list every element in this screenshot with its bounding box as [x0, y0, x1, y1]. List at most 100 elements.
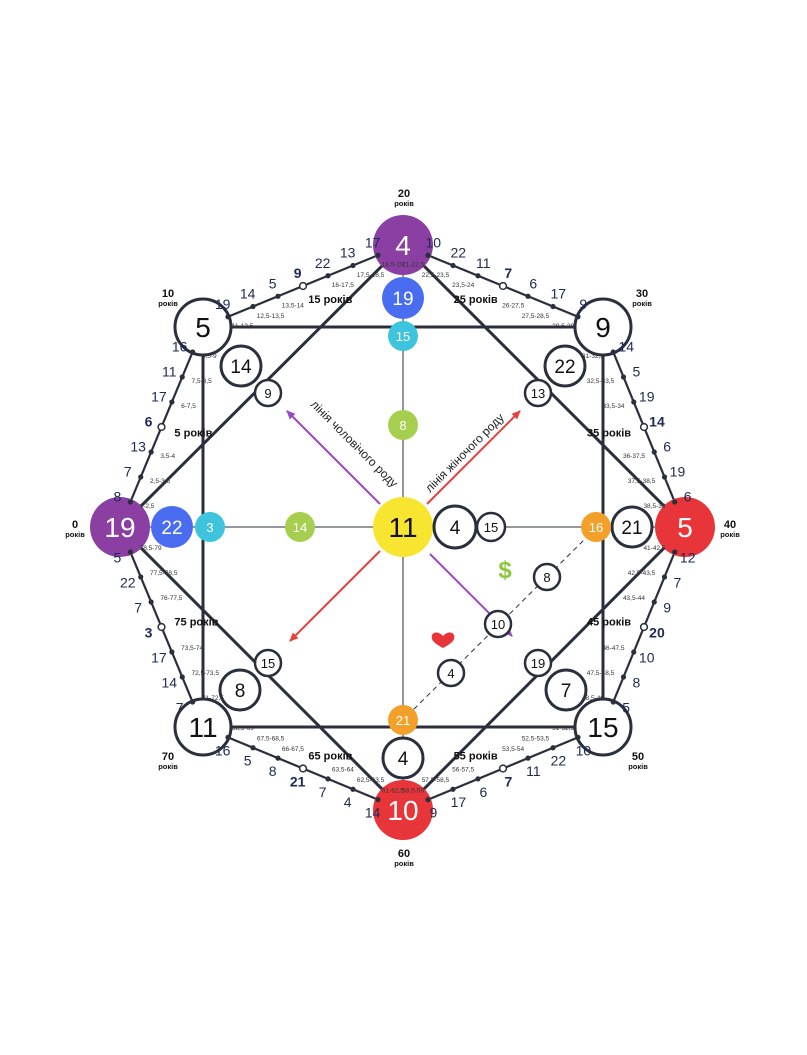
node-bottom-2 [381, 736, 425, 780]
age-energy-number: 6 [684, 489, 692, 505]
half-decade-label: 35 років [587, 427, 631, 439]
node-left-3 [195, 512, 225, 542]
age-segments: 871361711161-2,52,5-3,53,5-46-7,57,5-8,5… [114, 234, 696, 820]
node-left-3-value: 3 [206, 520, 213, 535]
age-range-label: 47,5-48,5 [587, 670, 615, 677]
age-energy-number: 7 [504, 773, 512, 789]
age-energy-number: 14 [240, 286, 256, 302]
node-tl-2-value: 14 [230, 357, 252, 378]
age-dot [127, 549, 133, 555]
age-energy-number: 13 [130, 439, 146, 455]
node-top-right [573, 297, 633, 357]
age-range-label: 61-62,5 [382, 787, 404, 794]
age-dot [450, 786, 456, 792]
female-line-arrow-lower [289, 550, 381, 642]
node-bottom-right [573, 697, 633, 757]
age-dot [651, 599, 657, 605]
node-top-left-value: 5 [195, 312, 211, 343]
age-energy-number: 6 [479, 784, 487, 800]
age-energy-number: 10 [426, 234, 442, 250]
midyear-marker [639, 422, 649, 432]
age-energy-number: 12 [680, 549, 696, 565]
age-energy-number: 14 [162, 674, 178, 690]
age-dot [631, 649, 637, 655]
age-energy-number: 5 [114, 549, 122, 565]
half-decade-label: 15 років [308, 294, 352, 306]
node-br-3 [523, 648, 553, 678]
age-range-label: 32,5-33,5 [587, 378, 615, 385]
age-range-label: 3,5-4 [160, 453, 175, 460]
midyear-marker [298, 764, 308, 773]
year-20-unit: років [394, 199, 414, 208]
age-energy-number: 14 [365, 805, 381, 821]
year-70-unit: років [158, 762, 178, 771]
year-40: 40 [724, 519, 736, 531]
node-tl-3 [253, 378, 283, 408]
age-energy-number: 13 [340, 245, 356, 261]
age-range-label: 57,5-58,5 [422, 777, 450, 784]
age-range-label: 73,5-74 [181, 645, 203, 652]
age-dot [661, 574, 668, 580]
node-money-1-value: 8 [543, 570, 550, 585]
node-center-r2-value: 15 [484, 520, 498, 535]
age-dot [250, 745, 256, 751]
age-range-label: 28,5-29 [552, 323, 574, 330]
year-10-unit: років [158, 299, 178, 308]
age-energy-number: 19 [670, 464, 686, 480]
node-right-2 [610, 505, 654, 549]
node-money-1 [532, 562, 562, 592]
age-energy-number: 17 [451, 794, 467, 810]
age-range-label: 31-32,5 [582, 353, 604, 360]
year-10: 10 [162, 288, 174, 300]
age-dot [575, 314, 581, 320]
age-dot [190, 349, 196, 355]
node-top-4-value: 8 [399, 418, 406, 433]
dollar-icon: $ [498, 557, 512, 584]
node-love-1 [436, 658, 466, 688]
age-energy-number: 7 [319, 784, 327, 800]
node-top-3-value: 15 [396, 329, 410, 344]
node-center-value: 11 [388, 512, 417, 543]
node-bottom [373, 780, 433, 840]
node-br-2-value: 7 [561, 681, 572, 702]
age-dot [375, 252, 381, 258]
age-range-label: 23,5-24 [452, 282, 474, 289]
midyear-marker [498, 764, 508, 773]
node-bl-2 [218, 668, 262, 712]
node-right-3-value: 16 [589, 520, 603, 535]
age-energy-number: 8 [633, 674, 641, 690]
age-dot [610, 699, 616, 705]
age-dot [250, 303, 256, 310]
age-dot [450, 262, 456, 269]
node-bottom-value: 10 [387, 795, 418, 826]
midyear-marker [157, 622, 166, 632]
half-decade-label: 25 років [454, 294, 498, 306]
age-dot [525, 755, 531, 761]
age-energy-number: 5 [244, 753, 252, 769]
age-dot [475, 776, 481, 782]
age-range-label: 8,5-9 [202, 353, 217, 360]
node-left-2-value: 22 [161, 518, 182, 539]
year-0: 0 [72, 519, 78, 531]
age-range-label: 38,5-39 [643, 503, 665, 510]
midyear-marker [639, 622, 649, 632]
age-range-label: 18,5-19 [382, 262, 404, 269]
age-dot [275, 293, 281, 299]
year-20: 20 [398, 188, 410, 200]
age-energy-number: 10 [576, 742, 592, 758]
age-energy-number: 22 [551, 753, 567, 769]
age-energy-number: 9 [429, 805, 437, 821]
year-70: 70 [162, 751, 174, 763]
age-dot [620, 374, 627, 380]
age-dot [179, 674, 185, 680]
year-30-unit: років [632, 299, 652, 308]
node-tr-2-value: 22 [554, 357, 575, 378]
age-energy-number: 7 [176, 699, 184, 715]
age-energy-number: 21 [290, 773, 306, 789]
age-dot [275, 755, 281, 761]
age-dot [138, 574, 144, 580]
age-dot [179, 374, 185, 380]
age-range-label: 41-42,5 [643, 545, 665, 552]
age-range-label: 27,5-28,5 [522, 313, 550, 320]
